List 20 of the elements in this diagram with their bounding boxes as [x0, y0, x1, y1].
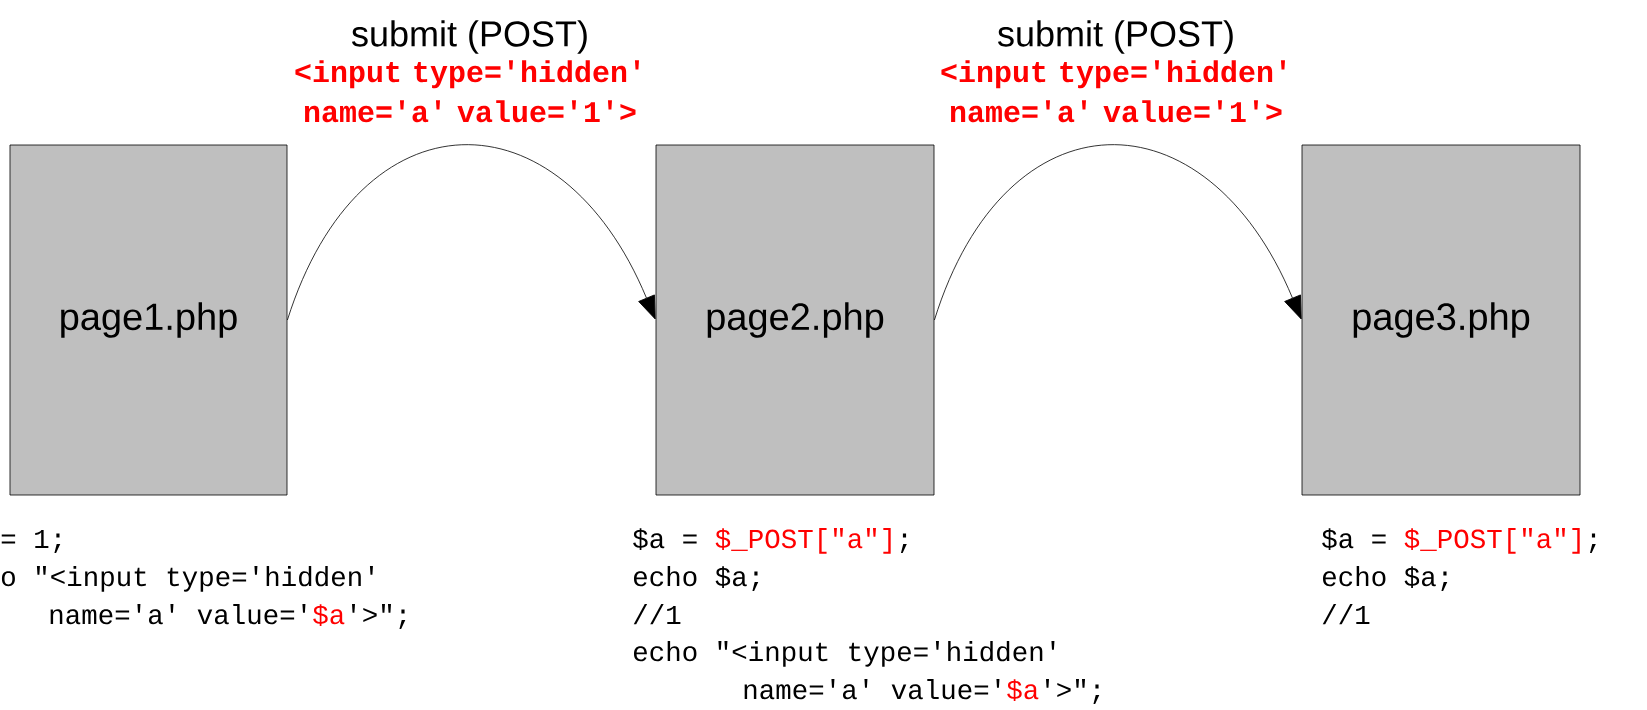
code-line: name='a' value=' $a '>";: [744, 679, 1100, 704]
arrow: [934, 144, 1302, 321]
page-box: page3.php: [1301, 144, 1581, 496]
code-line: o "<input type='hidden': [1, 566, 373, 592]
code-line: //1: [633, 604, 681, 625]
code-line: echo "<input type='hidden': [634, 641, 1055, 667]
code-line: //1: [1322, 604, 1370, 625]
arrow: [287, 144, 656, 321]
page-box: page1.php: [9, 144, 288, 496]
code-note: <input type='hidden' name='a' value='1'>: [295, 60, 639, 123]
code-note: <input type='hidden' name='a' value='1'>: [941, 60, 1285, 123]
code-line: echo $a;: [1323, 566, 1448, 591]
code-line: name='a' value=' $a '>";: [50, 604, 406, 629]
code-line: = 1;: [1, 529, 61, 553]
edge-label: submit (POST): [998, 20, 1233, 54]
code-line: $a = $_POST["a"] ;: [1322, 528, 1596, 554]
edge-label: submit (POST): [352, 20, 587, 54]
page-box: page2.php: [655, 144, 935, 496]
code-line: echo $a;: [634, 566, 759, 591]
code-line: $a = $_POST["a"] ;: [633, 528, 907, 554]
